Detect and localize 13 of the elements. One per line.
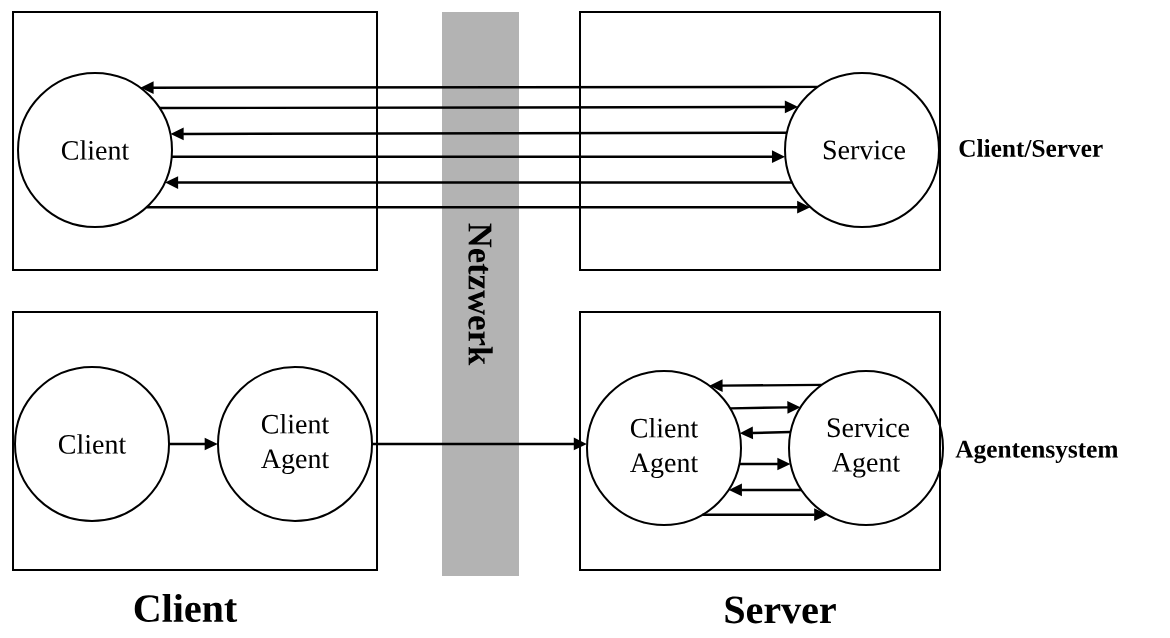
column-label: Server xyxy=(725,596,836,624)
frame-box xyxy=(12,311,378,571)
column-label: Client xyxy=(134,593,238,623)
circle-node: Service Agent xyxy=(788,370,944,526)
circle-node: Client Agent xyxy=(217,366,373,522)
circle-node: Service xyxy=(784,72,940,228)
frame-box xyxy=(12,11,378,271)
frame-box xyxy=(579,311,941,571)
circle-node: Client Agent xyxy=(586,370,742,526)
circle-node: Client xyxy=(14,366,170,522)
frame-box xyxy=(579,11,941,271)
network-band: Netzwerk xyxy=(442,12,519,576)
circle-node: Client xyxy=(17,72,173,228)
